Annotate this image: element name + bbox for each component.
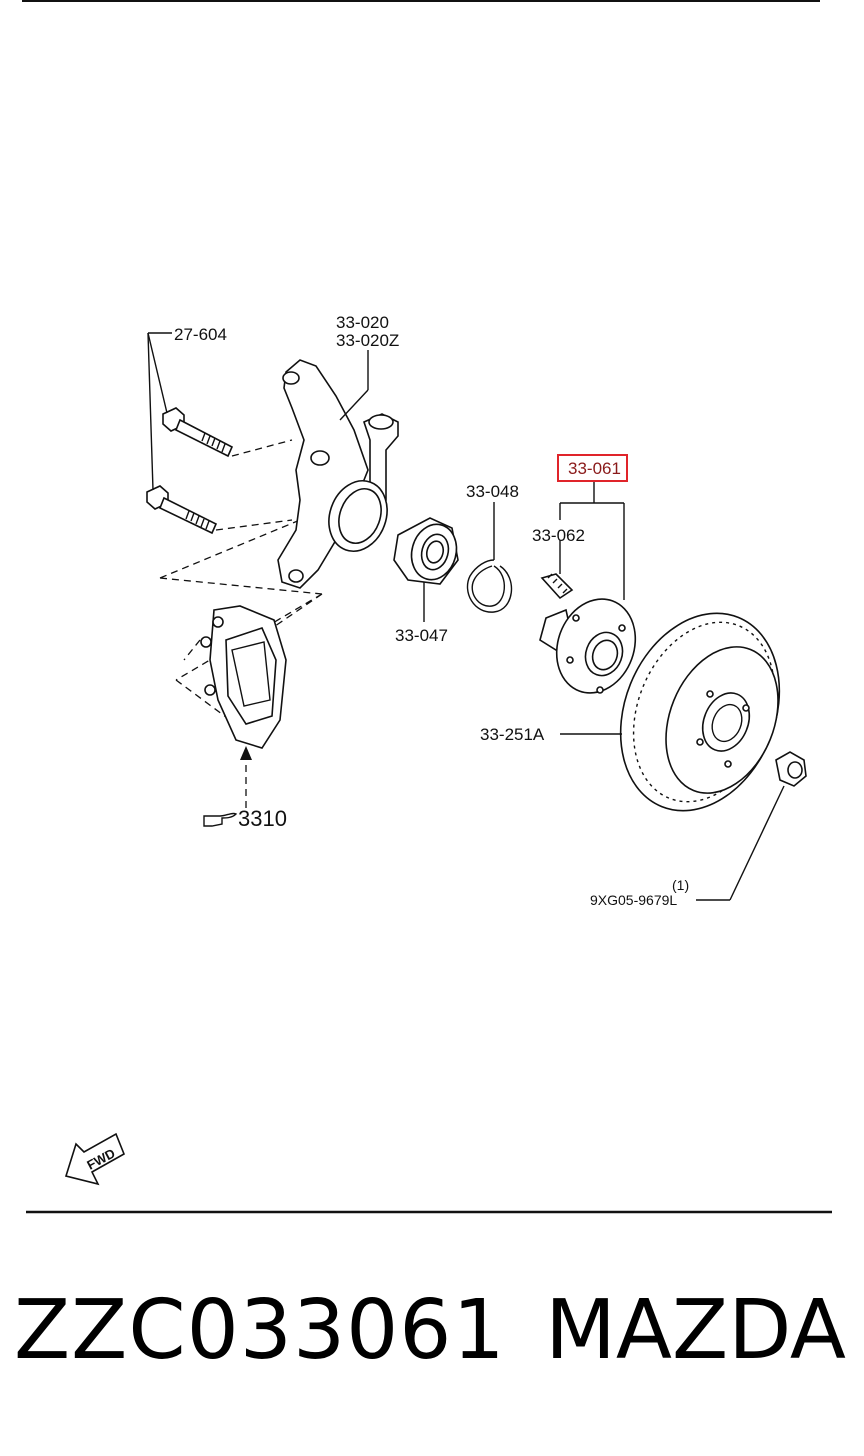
label-bolt[interactable]: 27-604 bbox=[174, 325, 227, 344]
wheel-hub[interactable] bbox=[539, 588, 648, 704]
wheel-bearing[interactable] bbox=[393, 517, 462, 585]
steering-knuckle[interactable] bbox=[277, 359, 399, 589]
brake-disc[interactable] bbox=[592, 589, 807, 834]
bolt-lower[interactable] bbox=[146, 485, 218, 535]
label-knuckle-b[interactable]: 33-020Z bbox=[336, 331, 399, 350]
bolt-leader bbox=[147, 332, 172, 491]
brake-caliper[interactable] bbox=[200, 605, 287, 749]
lug-nut[interactable] bbox=[775, 751, 807, 787]
footer-part-number: ZZC033061 bbox=[14, 1283, 506, 1378]
nut-leader bbox=[696, 785, 785, 901]
knuckle-leader-2 bbox=[339, 389, 369, 421]
label-hub-highlighted[interactable]: 33-061 bbox=[568, 459, 621, 478]
label-hub-bolt[interactable]: 33-062 bbox=[532, 526, 585, 545]
label-disc[interactable]: 33-251A bbox=[480, 725, 545, 744]
dashed-guides bbox=[159, 439, 323, 721]
snap-ring[interactable] bbox=[466, 559, 513, 613]
label-snap-ring[interactable]: 33-048 bbox=[466, 482, 519, 501]
highlight-box bbox=[557, 454, 628, 482]
label-knuckle-a[interactable]: 33-020 bbox=[336, 313, 389, 332]
label-nut-part[interactable]: 9XG05-9679L bbox=[590, 892, 677, 908]
hub-leader bbox=[559, 482, 625, 600]
bolt-upper[interactable] bbox=[162, 407, 234, 458]
pointing-hand-icon bbox=[203, 812, 238, 827]
fwd-arrow-icon: FWD bbox=[64, 1132, 126, 1186]
caliper-arrow bbox=[240, 746, 252, 808]
hub-bolt[interactable] bbox=[540, 573, 574, 600]
label-caliper-ref[interactable]: 3310 bbox=[238, 806, 287, 831]
footer-brand: MAZDA bbox=[545, 1283, 846, 1378]
label-bearing[interactable]: 33-047 bbox=[395, 626, 448, 645]
label-nut-qty: (1) bbox=[672, 877, 689, 893]
